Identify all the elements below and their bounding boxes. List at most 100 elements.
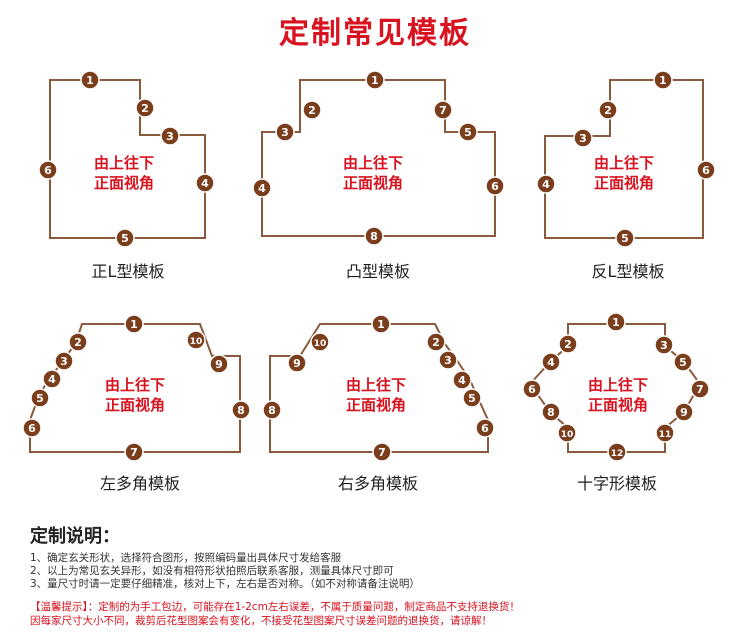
number-badge: 5 (673, 352, 693, 372)
svg-text:5: 5 (36, 392, 44, 405)
number-badge: 3 (438, 350, 458, 370)
number-badge: 1 (606, 312, 626, 332)
number-badge: 6 (696, 160, 716, 180)
svg-text:1: 1 (612, 316, 620, 329)
svg-text:6: 6 (481, 422, 489, 435)
svg-text:10: 10 (314, 339, 327, 349)
svg-text:8: 8 (237, 404, 245, 417)
center-text: 由上往下 (594, 154, 654, 172)
svg-text:6: 6 (702, 164, 710, 177)
number-badge: 5 (30, 388, 50, 408)
warm-tips: 【温馨提示】：定制的为手工包边，可能存在1-2cm左右误差，不属于质量问题，制定… (30, 600, 730, 628)
center-text: 正面视角 (343, 174, 403, 192)
svg-text:9: 9 (293, 357, 301, 370)
number-badge: 1 (80, 70, 100, 90)
center-text: 正面视角 (588, 396, 648, 414)
number-badge: 2 (135, 98, 155, 118)
page-title: 定制常见模板 (279, 16, 471, 51)
svg-text:1: 1 (86, 74, 94, 87)
number-badge: 4 (541, 352, 561, 372)
tip-line-1: 【温馨提示】：定制的为手工包边，可能存在1-2cm左右误差，不属于质量问题，制定… (30, 601, 520, 613)
number-badge: 8 (364, 226, 384, 246)
number-badge: 6 (475, 418, 495, 438)
shape-label-shizi: 十字形模板 (576, 474, 657, 493)
number-badge: 7 (124, 442, 144, 462)
number-badge: 8 (231, 400, 251, 420)
svg-text:6: 6 (28, 422, 36, 435)
number-badge: 7 (433, 100, 453, 120)
svg-text:5: 5 (679, 356, 687, 369)
note-line-2: 2、以上为常见玄关异形，如没有相符形状拍照后联系客服，测量具体尺寸即可 (30, 565, 394, 577)
svg-text:6: 6 (528, 383, 536, 396)
number-badge: 6 (22, 418, 42, 438)
svg-text:3: 3 (660, 339, 668, 352)
svg-text:8: 8 (370, 230, 378, 243)
svg-text:7: 7 (378, 446, 386, 459)
center-text: 由上往下 (346, 376, 406, 394)
number-badge: 10 (310, 332, 330, 352)
number-badge: 8 (262, 400, 282, 420)
number-badge: 4 (452, 370, 472, 390)
center-text: 正面视角 (594, 174, 654, 192)
number-badge: 2 (426, 332, 446, 352)
number-badge: 1 (371, 314, 391, 334)
number-badge: 4 (195, 173, 215, 193)
svg-text:4: 4 (258, 182, 266, 195)
svg-text:2: 2 (141, 102, 149, 115)
shape-outline (544, 79, 704, 239)
center-text: 由上往下 (94, 154, 154, 172)
number-badge: 5 (458, 122, 478, 142)
number-badge: 2 (68, 332, 88, 352)
number-badge: 10 (186, 330, 206, 350)
number-badge: 11 (655, 423, 675, 443)
svg-text:3: 3 (579, 132, 587, 145)
shape-label-zheng-l: 正L型模板 (91, 262, 165, 281)
svg-text:1: 1 (377, 318, 385, 331)
svg-text:2: 2 (74, 336, 82, 349)
number-badge: 2 (302, 100, 322, 120)
note-line-1: 1、确定玄关形状，选择符合图形，按照编码量出具体尺寸发给客服 (30, 552, 342, 564)
number-badge: 7 (690, 379, 710, 399)
svg-text:1: 1 (130, 318, 138, 331)
shape-outline (49, 79, 206, 239)
number-badge: 5 (615, 228, 635, 248)
number-badge: 9 (209, 354, 229, 374)
svg-text:8: 8 (268, 404, 276, 417)
shape-label-tu: 凸型模板 (345, 262, 410, 281)
number-badge: 2 (598, 100, 618, 120)
number-badge: 7 (372, 442, 392, 462)
svg-text:2: 2 (308, 104, 316, 117)
number-badge: 1 (124, 314, 144, 334)
svg-text:7: 7 (130, 446, 138, 459)
center-text: 由上往下 (343, 154, 403, 172)
svg-text:5: 5 (621, 232, 629, 245)
svg-text:2: 2 (604, 104, 612, 117)
svg-text:4: 4 (48, 373, 56, 386)
notes-heading: 定制说明： (30, 526, 120, 547)
number-badge: 3 (654, 335, 674, 355)
center-text: 正面视角 (346, 396, 406, 414)
svg-text:3: 3 (281, 126, 289, 139)
number-badge: 1 (653, 70, 673, 90)
svg-text:7: 7 (439, 104, 447, 117)
number-badge: 9 (287, 353, 307, 373)
number-badge: 8 (541, 402, 561, 422)
shape-label-you-duojiao: 右多角模板 (337, 474, 418, 493)
number-badge: 5 (115, 228, 135, 248)
svg-text:7: 7 (696, 383, 704, 396)
tip-line-2: 因每家尺寸大小不同，裁剪后花型图案会有变化，不接受花型图案尺寸误差问题的退换货，… (30, 615, 492, 627)
svg-text:6: 6 (44, 164, 52, 177)
svg-text:5: 5 (468, 392, 476, 405)
svg-text:3: 3 (166, 130, 174, 143)
number-badge: 3 (54, 351, 74, 371)
number-badge: 3 (275, 122, 295, 142)
center-text: 由上往下 (105, 376, 165, 394)
svg-text:1: 1 (659, 74, 667, 87)
svg-text:9: 9 (215, 358, 223, 371)
